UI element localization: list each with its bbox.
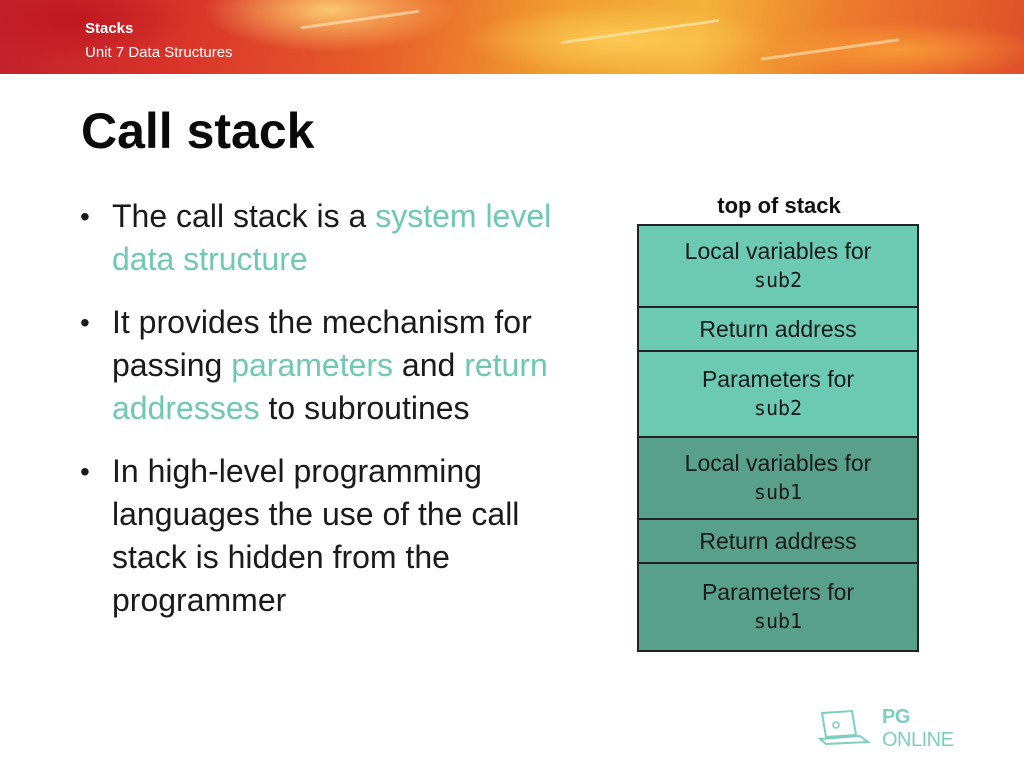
- bullet-text: It provides the mechanism for passing: [112, 304, 532, 383]
- stack-frame-local-vars-sub2: Local variables for sub2: [639, 226, 917, 308]
- bullet-item: • It provides the mechanism for passing …: [80, 301, 590, 430]
- stack-frame-return-address-sub2: Return address: [639, 308, 917, 352]
- frame-label: Return address: [699, 527, 857, 554]
- bullet-text: In high-level programming languages the …: [112, 453, 520, 618]
- call-stack-diagram: Local variables for sub2 Return address …: [637, 224, 919, 652]
- bullet-text: The call stack is a: [112, 198, 376, 234]
- bullet-highlight: return addresses: [112, 347, 548, 426]
- pg-online-logo: PG ONLINE: [816, 706, 986, 752]
- stack-frame-params-sub2: Parameters for sub2: [639, 352, 917, 438]
- bullet-text: and: [393, 347, 465, 383]
- bullet-item: • The call stack is a system level data …: [80, 195, 590, 281]
- banner-streak: [300, 9, 420, 30]
- stack-frame-params-sub1: Parameters for sub1: [639, 564, 917, 650]
- bullet-highlight: system level data structure: [112, 198, 552, 277]
- stack-top-label: top of stack: [717, 193, 841, 218]
- frame-subroutine: sub1: [753, 609, 803, 633]
- frame-subroutine: sub2: [753, 396, 803, 420]
- bullet-text: to subroutines: [259, 390, 470, 426]
- bullet-highlight: parameters: [231, 347, 394, 383]
- stack-frame-return-address-sub1: Return address: [639, 520, 917, 564]
- logo-text: PG ONLINE: [882, 706, 986, 752]
- laptop-icon: [816, 709, 872, 750]
- slide-title: Call stack: [81, 103, 315, 159]
- frame-label: Return address: [699, 315, 857, 342]
- frame-subroutine: sub2: [753, 268, 803, 292]
- banner-streak: [560, 18, 720, 45]
- banner-streak: [760, 38, 900, 61]
- section-title: Stacks: [85, 20, 134, 37]
- bullet-item: • In high-level programming languages th…: [80, 450, 590, 622]
- unit-subtitle: Unit 7 Data Structures: [85, 44, 233, 61]
- logo-brand-bold: PG: [882, 706, 910, 728]
- bullet-icon: •: [80, 307, 90, 338]
- bullet-icon: •: [80, 456, 90, 487]
- frame-subroutine: sub1: [753, 480, 803, 504]
- header-banner: Stacks Unit 7 Data Structures: [0, 0, 1024, 74]
- bullet-list: • The call stack is a system level data …: [80, 195, 590, 642]
- frame-label: Local variables for: [684, 238, 872, 264]
- bullet-icon: •: [80, 201, 90, 232]
- frame-label: Parameters for: [701, 366, 855, 392]
- logo-brand-rest: ONLINE: [882, 729, 954, 751]
- frame-label: Local variables for: [684, 450, 872, 476]
- frame-label: Parameters for: [701, 579, 855, 605]
- stack-frame-local-vars-sub1: Local variables for sub1: [639, 438, 917, 520]
